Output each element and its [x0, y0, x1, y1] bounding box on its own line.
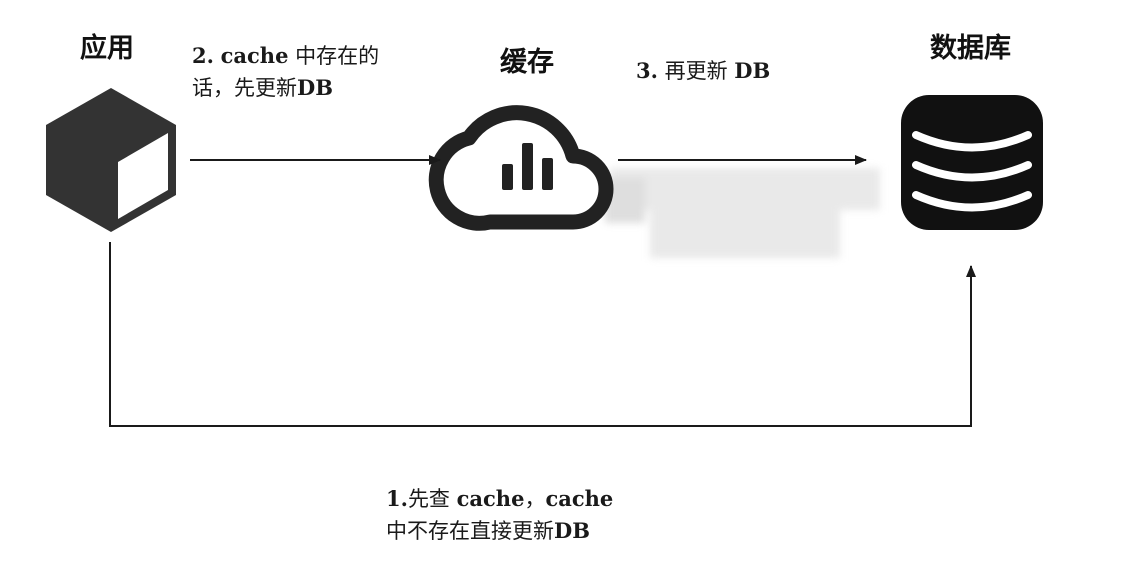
edge-label-app-to-cache: 2. cache 中存在的 话，先更新DB	[192, 40, 379, 104]
app-title: 应用	[80, 33, 134, 64]
cube-icon	[46, 88, 176, 232]
edge-label-cache-to-db: 3. 再更新 DB	[636, 55, 770, 87]
cache-title: 缓存	[500, 47, 554, 78]
blurred-region	[605, 168, 890, 263]
label-text: 中不存在直接更新	[386, 519, 554, 543]
label-text: 话，先更新	[192, 76, 297, 100]
arrow-app-to-db	[109, 242, 976, 427]
step-number: 3.	[636, 58, 658, 83]
db-term: DB	[734, 58, 771, 83]
label-text: 再更新	[657, 59, 735, 83]
label-separator: ，	[524, 487, 546, 511]
cache-term: cache	[220, 43, 289, 68]
label-text: 中存在的	[288, 44, 380, 68]
db-title: 数据库	[930, 33, 1011, 64]
database-icon	[901, 95, 1043, 230]
cloud-chart-icon	[428, 105, 614, 231]
db-term: DB	[554, 518, 590, 543]
step-number: 2.	[192, 43, 214, 68]
cache-term: cache	[545, 486, 614, 511]
step-number: 1.	[386, 486, 408, 511]
label-text: 先查	[407, 487, 457, 511]
cache-term: cache	[456, 486, 525, 511]
db-term: DB	[297, 75, 333, 100]
edge-label-app-to-db: 1.先查 cache，cache 中不存在直接更新DB	[386, 483, 613, 547]
